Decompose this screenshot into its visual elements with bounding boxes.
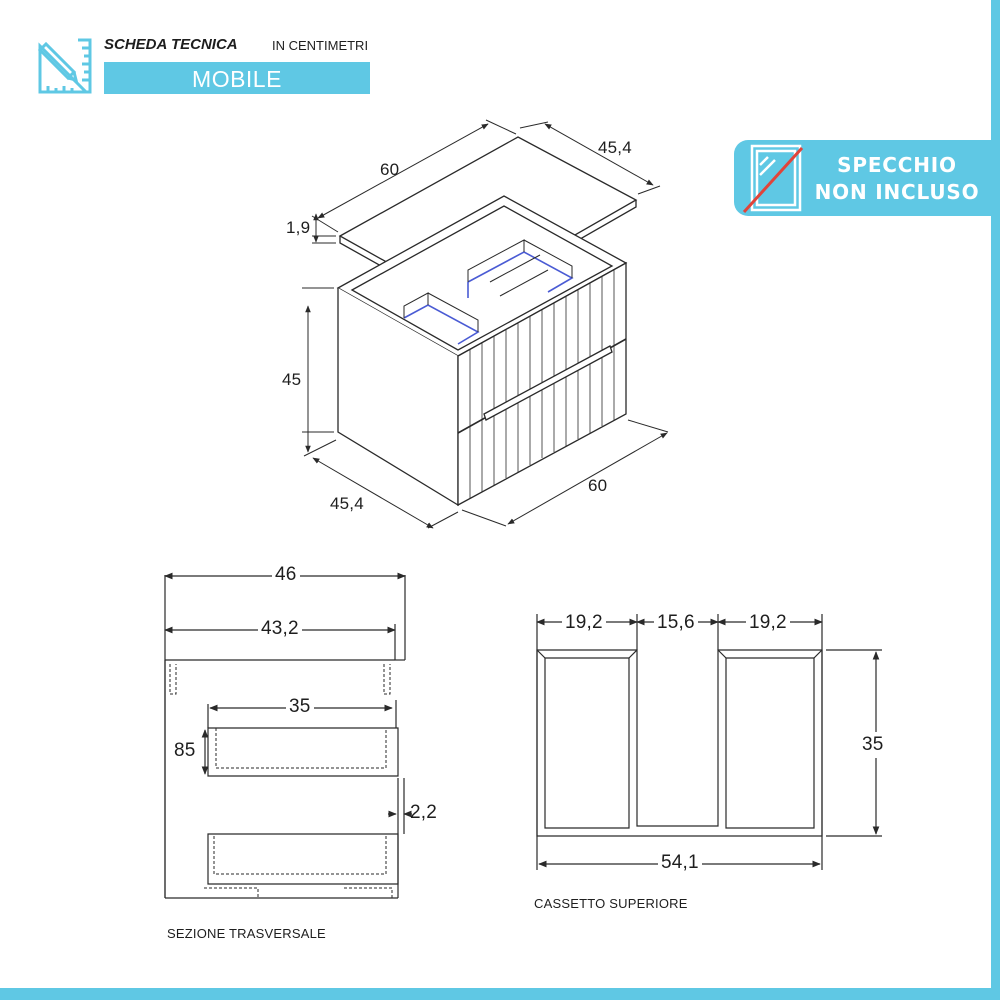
dim-top-width: 60 [380,160,400,179]
isometric-cabinet [336,136,638,507]
dim-drawer-middle: 15,6 [654,612,698,634]
cross-section [164,572,412,899]
dim-section-gap: 2,2 [410,802,438,823]
dim-height: 45 [282,370,302,389]
dim-drawer-height: 35 [860,732,886,758]
section-title: SEZIONE TRASVERSALE [167,926,326,941]
dim-drawer-total: 54,1 [658,852,702,874]
handle-upper [483,345,613,421]
bottom-accent-bar [0,988,1000,1000]
dim-drawer-left: 19,2 [562,612,606,634]
dim-base-width: 60 [588,476,608,495]
top-drawer-plan [536,614,882,870]
mirror-badge [734,140,992,216]
dim-base-depth: 45,4 [330,494,364,513]
mirror-notice-line1: SPECCHIO [837,153,957,177]
mirror-notice-line2: NON INCLUSO [814,180,980,204]
drawer-title: CASSETTO SUPERIORE [534,896,688,911]
mirror-notice: SPECCHIO NON INCLUSO [808,152,986,206]
dim-section-height: 85 [174,740,196,761]
right-accent-bar [991,0,1000,1000]
dim-top-thickness: 1,9 [286,218,311,237]
sheet-title: SCHEDA TECNICA [104,36,238,53]
dim-section-inner: 43,2 [258,618,302,640]
unit-label: IN CENTIMETRI [272,38,369,53]
ruler-pencil-icon [37,38,92,94]
dim-top-depth: 45,4 [598,138,632,157]
iso-dimensions [302,119,669,529]
dim-section-drawer: 35 [286,696,314,718]
product-band [104,62,370,94]
mirror-crossed-icon [742,144,804,214]
drawer-inner-highlight [403,251,574,345]
product-name: MOBILE [192,66,282,92]
dim-section-total: 46 [272,564,300,586]
dim-drawer-right: 19,2 [746,612,790,634]
